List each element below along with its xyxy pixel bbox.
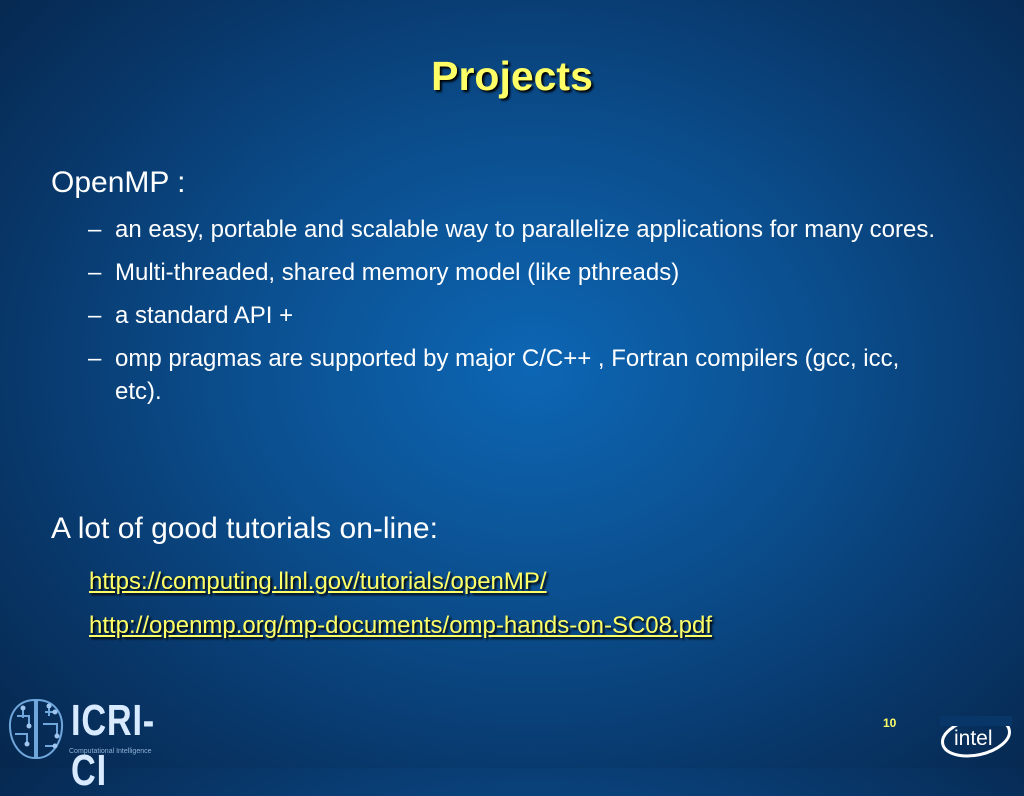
bullet-text: an easy, portable and scalable way to pa…: [115, 216, 936, 243]
openmp-heading: OpenMP :: [51, 166, 186, 199]
brain-icon: [8, 698, 64, 760]
list-item: –Multi-threaded, shared memory model (li…: [88, 256, 948, 289]
bullet-text: a standard API +: [115, 302, 294, 329]
bullet-text: omp pragmas are supported by major C/C++…: [115, 345, 900, 405]
intel-logo: intel: [938, 712, 1014, 765]
page-number: 10: [883, 716, 897, 730]
list-item: –omp pragmas are supported by major C/C+…: [88, 342, 948, 408]
slide-title: Projects: [431, 53, 593, 99]
openmp-bullet-list: –an easy, portable and scalable way to p…: [88, 213, 948, 418]
icri-ci-logo: ICRI-CI Computational Intelligence: [5, 696, 205, 795]
dash-marker: –: [88, 302, 102, 329]
dash-marker: –: [88, 216, 102, 243]
icri-ci-wordmark: ICRI-CI: [71, 696, 155, 795]
tutorial-link-llnl[interactable]: https://computing.llnl.gov/tutorials/ope…: [89, 568, 547, 595]
dash-marker: –: [88, 259, 102, 286]
list-item: –an easy, portable and scalable way to p…: [88, 213, 948, 246]
tutorial-link-openmp-pdf[interactable]: http://openmp.org/mp-documents/omp-hands…: [89, 612, 713, 639]
intel-logo-icon: intel: [940, 716, 1012, 758]
tutorial-links: https://computing.llnl.gov/tutorials/ope…: [89, 560, 712, 648]
list-item: –a standard API +: [88, 299, 948, 332]
dash-marker: –: [88, 345, 102, 372]
icri-ci-subtext: Computational Intelligence: [69, 748, 152, 755]
bullet-text: Multi-threaded, shared memory model (lik…: [115, 259, 680, 286]
intel-wordmark: intel: [954, 727, 993, 750]
tutorials-heading: A lot of good tutorials on-line:: [51, 512, 438, 545]
